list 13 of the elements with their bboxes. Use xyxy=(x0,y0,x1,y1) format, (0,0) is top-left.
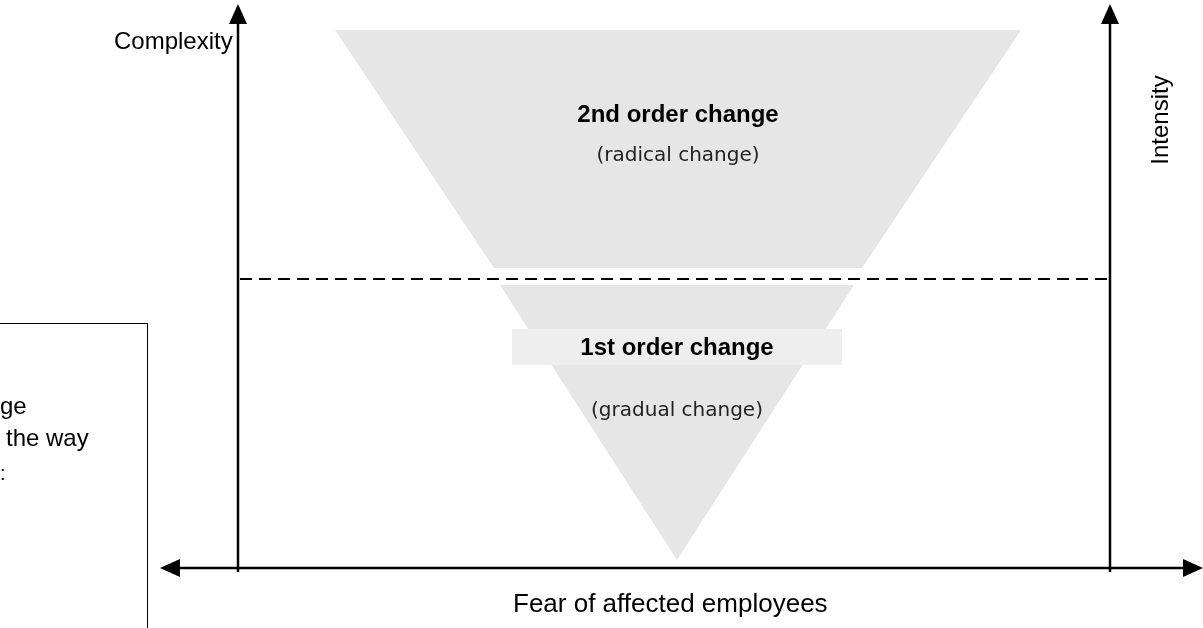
axis-label: Intensity xyxy=(1146,75,1174,165)
subtitle-text: (gradual change) xyxy=(590,397,764,421)
upper-trapezoid xyxy=(335,30,1021,268)
lower-triangle xyxy=(500,285,854,560)
axis-label: Fear of affected employees xyxy=(513,588,828,619)
heading-text: 2nd order change xyxy=(576,100,780,128)
note-text: : xyxy=(0,462,6,485)
subtitle-text: (radical change) xyxy=(595,142,761,166)
heading-text: 1st order change xyxy=(512,329,842,365)
note-text: the way xyxy=(6,424,89,452)
note-text: ge xyxy=(0,392,27,420)
note-box xyxy=(0,323,148,628)
axis-label: Complexity xyxy=(114,27,233,55)
